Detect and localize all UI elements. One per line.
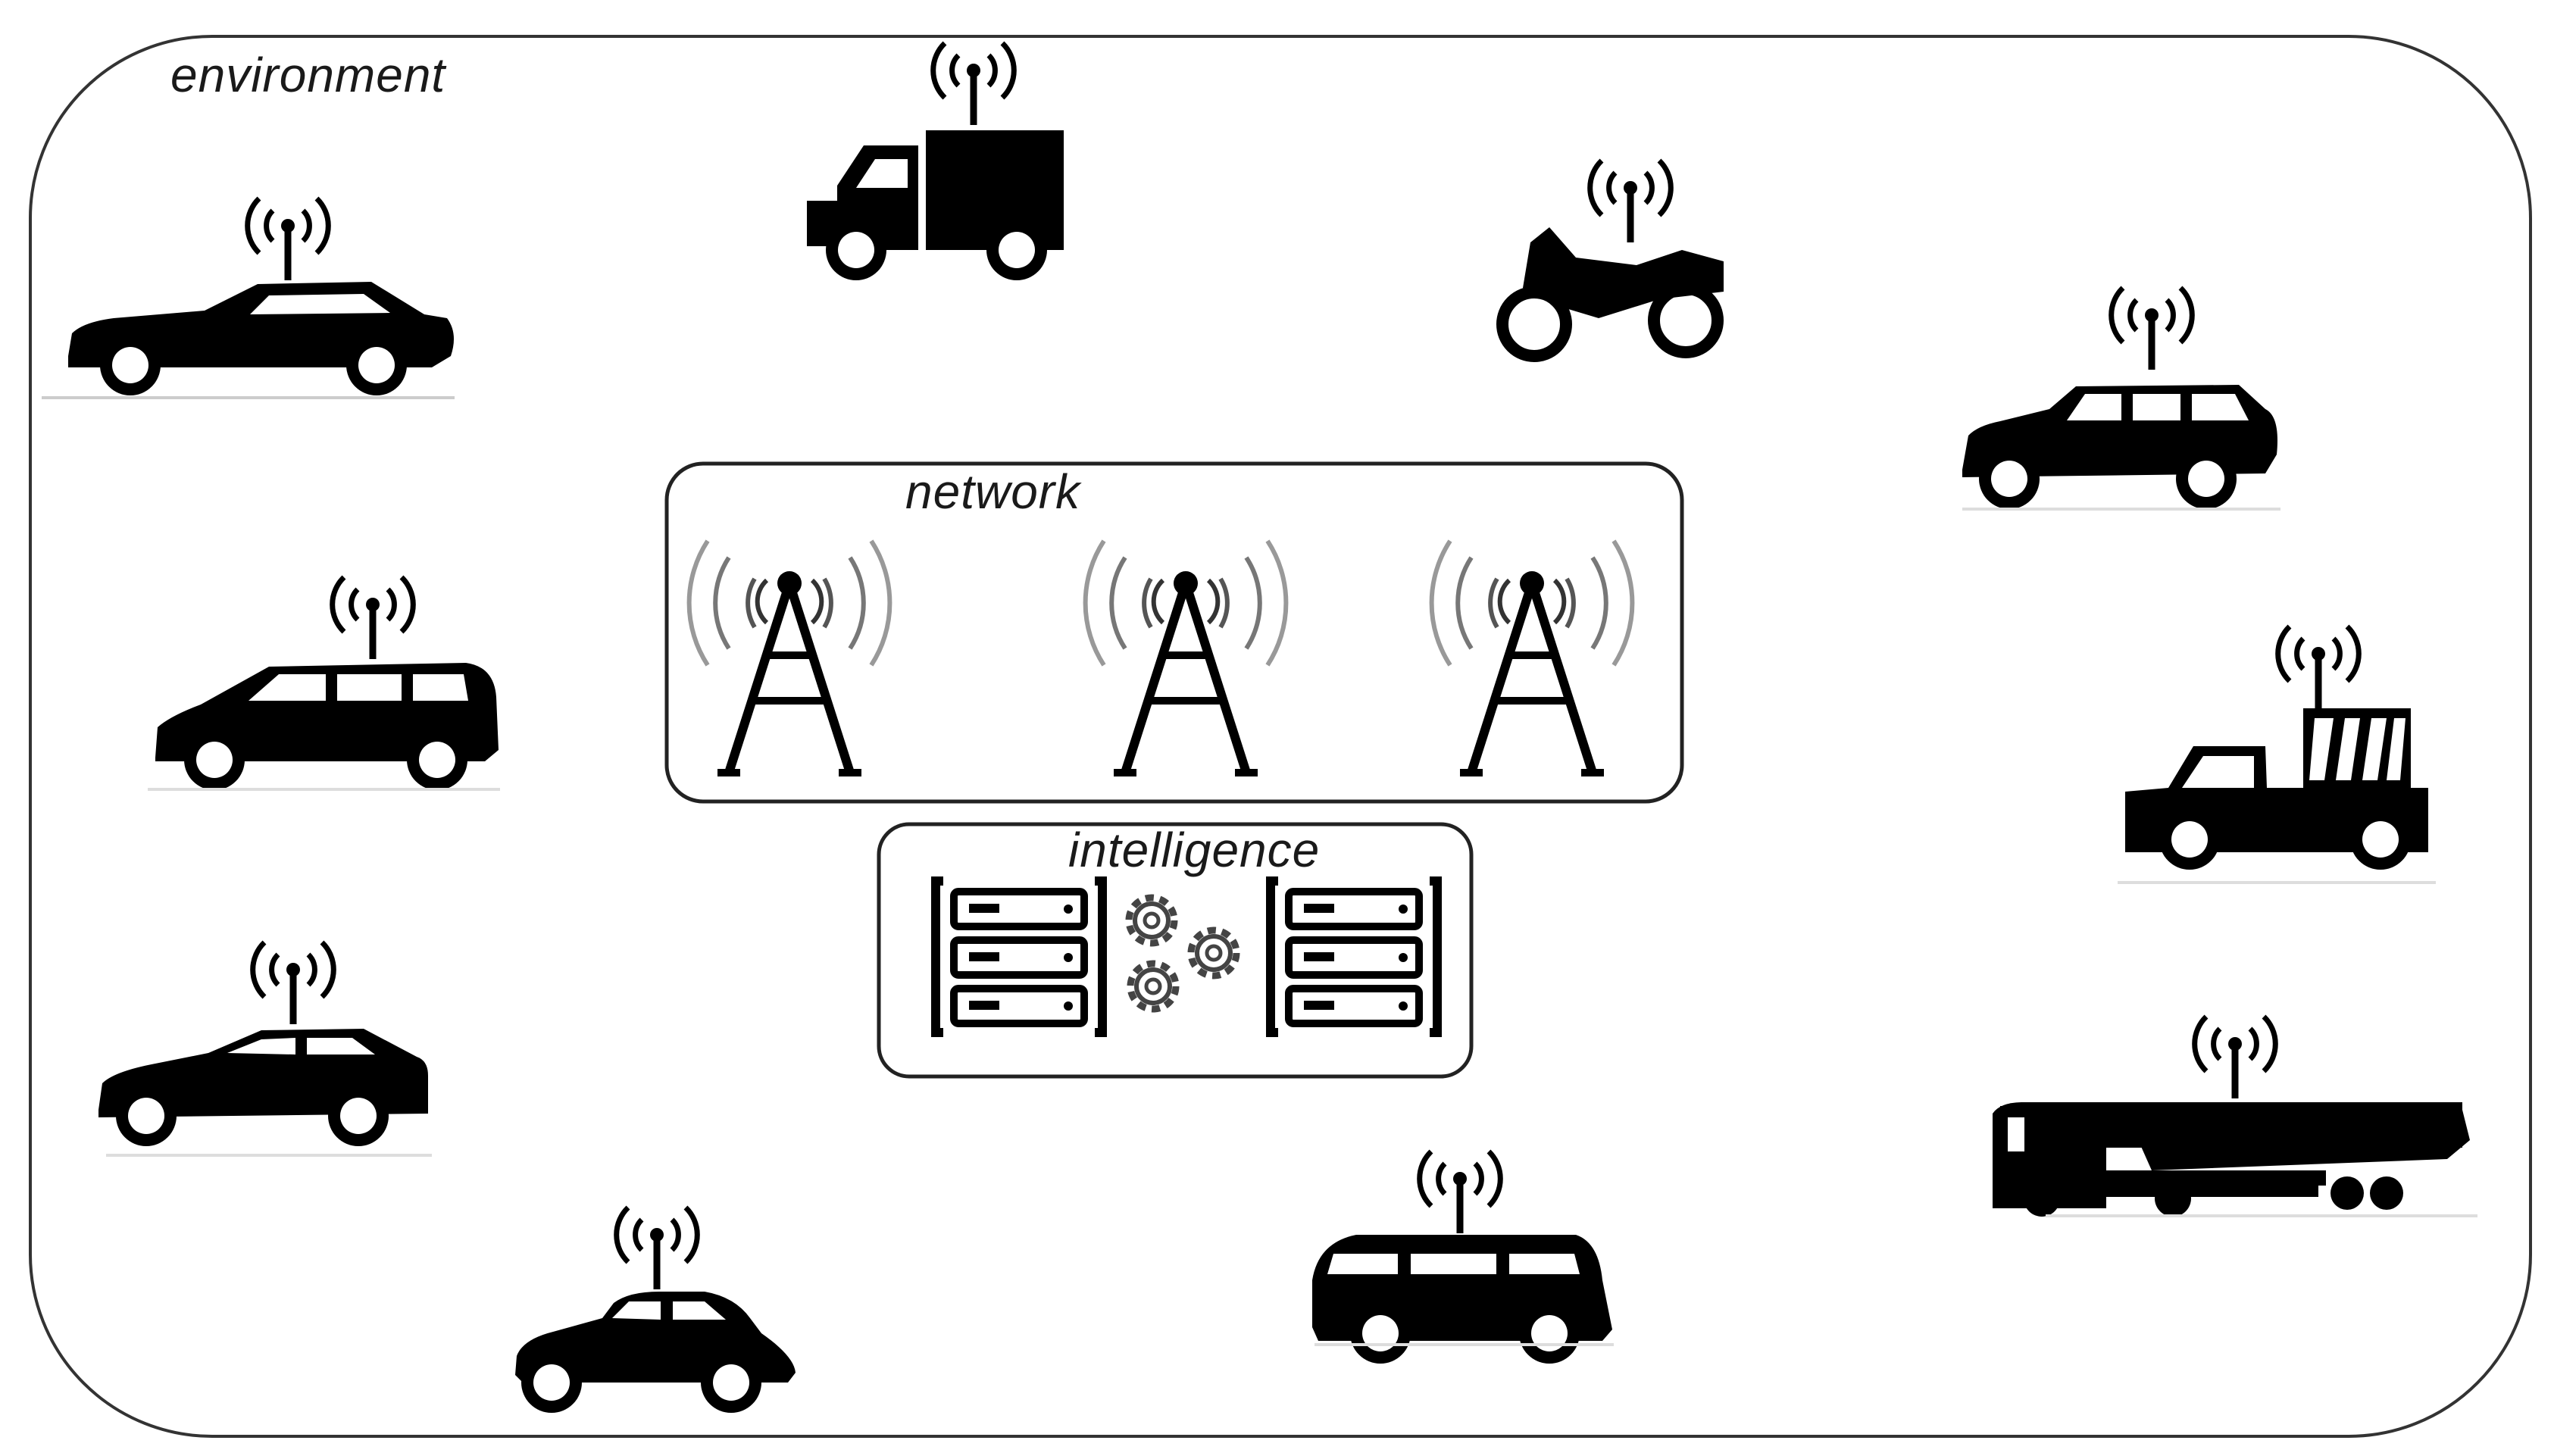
hatchback-icon bbox=[98, 942, 432, 1157]
motorcycle-icon bbox=[1496, 161, 1724, 362]
server-rack-icon bbox=[936, 881, 1102, 1033]
suv-icon bbox=[1962, 288, 2280, 511]
network-label: network bbox=[905, 464, 1081, 519]
intelligence-label: intelligence bbox=[1068, 823, 1321, 877]
van-icon bbox=[1312, 1151, 1614, 1364]
sedan-icon bbox=[42, 198, 455, 399]
server-rack-icon bbox=[1271, 881, 1437, 1033]
beetle-car-icon bbox=[515, 1208, 796, 1413]
minivan-icon bbox=[148, 577, 500, 791]
pickup-truck-icon bbox=[2118, 626, 2436, 884]
environment-label: environment bbox=[170, 48, 446, 102]
delivery-truck-icon bbox=[807, 43, 1064, 280]
semi-truck-icon bbox=[1993, 1017, 2477, 1217]
